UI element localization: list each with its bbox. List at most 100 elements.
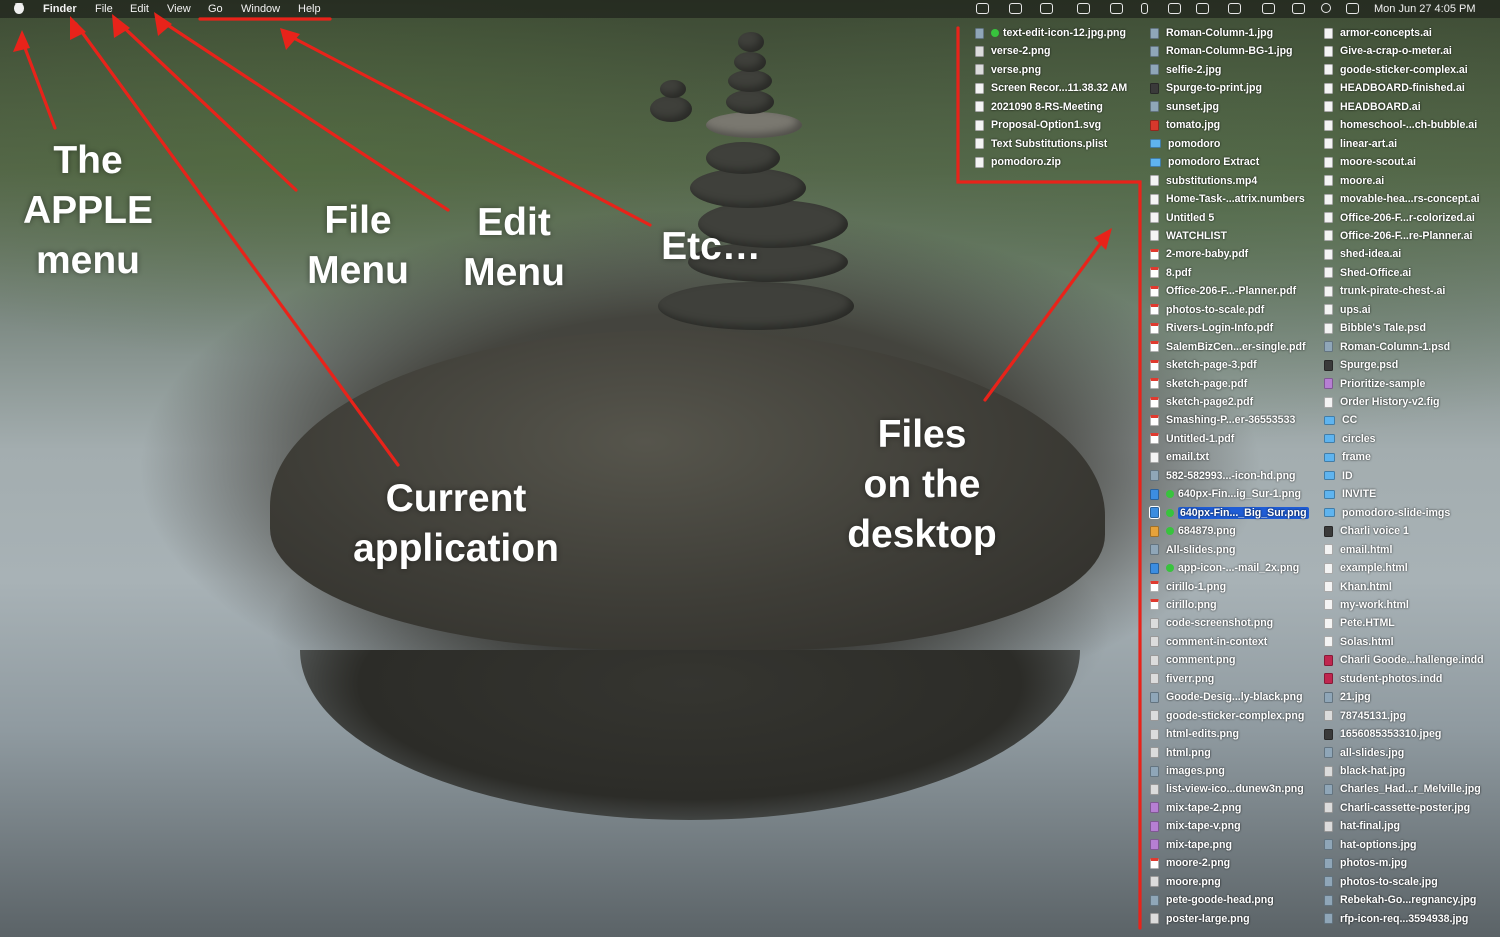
desktop-file[interactable]: 684879.png [1150, 522, 1236, 540]
desktop-file[interactable]: selfie-2.jpg [1150, 61, 1221, 79]
desktop-file[interactable]: photos-to-scale.pdf [1150, 301, 1264, 319]
desktop-file[interactable]: cirillo.png [1150, 596, 1217, 614]
desktop-file[interactable]: Order History-v2.fig [1324, 393, 1440, 411]
desktop-file[interactable]: Give-a-crap-o-meter.ai [1324, 42, 1452, 60]
desktop-file[interactable]: WATCHLIST [1150, 227, 1227, 245]
desktop-file[interactable]: Office-206-F...r-colorized.ai [1324, 209, 1475, 227]
desktop-file[interactable]: INVITE [1324, 485, 1376, 503]
desktop-file[interactable]: Prioritize-sample [1324, 375, 1425, 393]
desktop-file[interactable]: comment-in-context [1150, 633, 1267, 651]
desktop-file[interactable]: Pete.HTML [1324, 614, 1395, 632]
notification-bell-icon[interactable] [1077, 3, 1090, 14]
desktop-file[interactable]: Khan.html [1324, 578, 1392, 596]
desktop-file[interactable]: comment.png [1150, 651, 1235, 669]
desktop-file[interactable]: sketch-page2.pdf [1150, 393, 1253, 411]
desktop-file[interactable]: Goode-Desig...ly-black.png [1150, 688, 1303, 706]
wifi-icon[interactable] [1262, 3, 1275, 14]
control-center-icon[interactable] [1346, 3, 1359, 14]
menu-finder[interactable]: Finder [43, 3, 77, 15]
desktop-file[interactable]: armor-concepts.ai [1324, 24, 1432, 42]
desktop-file[interactable]: list-view-ico...dunew3n.png [1150, 780, 1304, 798]
desktop-file[interactable]: verse.png [975, 61, 1041, 79]
search-icon[interactable] [1321, 3, 1331, 13]
desktop-file[interactable]: 78745131.jpg [1324, 707, 1406, 725]
bluetooth-icon[interactable] [1141, 3, 1148, 14]
menu-file[interactable]: File [95, 3, 113, 15]
desktop-file[interactable]: HEADBOARD.ai [1324, 98, 1421, 116]
desktop-file[interactable]: all-slides.jpg [1324, 744, 1404, 762]
desktop-file[interactable]: Spurge-to-print.jpg [1150, 79, 1262, 97]
desktop-file[interactable]: homeschool-...ch-bubble.ai [1324, 116, 1477, 134]
desktop-file[interactable]: HEADBOARD-finished.ai [1324, 79, 1465, 97]
desktop-file[interactable]: Text Substitutions.plist [975, 135, 1107, 153]
desktop-file[interactable]: 8.pdf [1150, 264, 1191, 282]
desktop-file[interactable]: email.txt [1150, 448, 1209, 466]
desktop-file[interactable]: tomato.jpg [1150, 116, 1220, 134]
desktop-file[interactable]: text-edit-icon-12.jpg.png [975, 24, 1126, 42]
desktop-file[interactable]: html-edits.png [1150, 725, 1239, 743]
desktop-file[interactable]: pomodoro [1150, 135, 1220, 153]
desktop-file[interactable]: mix-tape-v.png [1150, 817, 1241, 835]
desktop-file[interactable]: All-slides.png [1150, 541, 1235, 559]
desktop-file[interactable]: poster-large.png [1150, 910, 1250, 928]
dropbox-icon[interactable] [976, 3, 989, 14]
desktop-file[interactable]: frame [1324, 448, 1371, 466]
pointer-tool-icon[interactable] [1110, 3, 1123, 14]
keyboard-icon[interactable] [1228, 3, 1241, 14]
desktop-file[interactable]: substitutions.mp4 [1150, 172, 1257, 190]
desktop-file[interactable]: 2021090 8-RS-Meeting [975, 98, 1103, 116]
desktop-file[interactable]: circles [1324, 430, 1376, 448]
desktop-file[interactable]: Office-206-F...re-Planner.ai [1324, 227, 1472, 245]
desktop-file[interactable]: shed-idea.ai [1324, 245, 1401, 263]
desktop-file[interactable]: code-screenshot.png [1150, 614, 1273, 632]
desktop-file[interactable]: verse-2.png [975, 42, 1050, 60]
desktop-file[interactable]: ID [1324, 467, 1353, 485]
desktop-file[interactable]: Smashing-P...er-36553533 [1150, 411, 1295, 429]
desktop-file[interactable]: Roman-Column-1.jpg [1150, 24, 1273, 42]
desktop-file[interactable]: my-work.html [1324, 596, 1409, 614]
desktop-file[interactable]: photos-m.jpg [1324, 854, 1407, 872]
window-icon[interactable] [1168, 3, 1181, 14]
desktop-file[interactable]: Charli voice 1 [1324, 522, 1409, 540]
desktop-file[interactable]: pomodoro.zip [975, 153, 1061, 171]
desktop-file[interactable]: goode-sticker-complex.ai [1324, 61, 1468, 79]
desktop-file[interactable]: sketch-page.pdf [1150, 375, 1247, 393]
desktop-file[interactable]: student-photos.indd [1324, 670, 1442, 688]
desktop-file[interactable]: Solas.html [1324, 633, 1394, 651]
desktop-file[interactable]: moore.ai [1324, 172, 1384, 190]
desktop-file[interactable]: Shed-Office.ai [1324, 264, 1411, 282]
desktop-file[interactable]: pete-goode-head.png [1150, 891, 1274, 909]
desktop-file[interactable]: Rivers-Login-Info.pdf [1150, 319, 1273, 337]
desktop-file[interactable]: 640px-Fin...ig_Sur-1.png [1150, 485, 1301, 503]
calendar-icon[interactable] [1009, 3, 1022, 14]
creative-cloud-icon[interactable] [1040, 3, 1053, 14]
desktop-file[interactable]: SalemBizCen...er-single.pdf [1150, 338, 1306, 356]
desktop-file[interactable]: Untitled-1.pdf [1150, 430, 1234, 448]
desktop-file[interactable]: moore-scout.ai [1324, 153, 1416, 171]
desktop-file[interactable]: email.html [1324, 541, 1392, 559]
desktop-file[interactable]: pomodoro-slide-imgs [1324, 504, 1450, 522]
desktop-file[interactable]: Untitled 5 [1150, 209, 1214, 227]
battery-icon[interactable] [1196, 3, 1209, 14]
desktop-file[interactable]: Roman-Column-BG-1.jpg [1150, 42, 1293, 60]
desktop-file[interactable]: movable-hea...rs-concept.ai [1324, 190, 1480, 208]
menu-view[interactable]: View [167, 3, 191, 15]
desktop-file[interactable]: moore-2.png [1150, 854, 1230, 872]
menu-window[interactable]: Window [241, 3, 281, 15]
desktop-file[interactable]: moore.png [1150, 873, 1221, 891]
desktop-file[interactable]: cirillo-1.png [1150, 578, 1226, 596]
desktop-file[interactable]: sunset.jpg [1150, 98, 1219, 116]
desktop-file[interactable]: Bibble's Tale.psd [1324, 319, 1426, 337]
desktop-file[interactable]: pomodoro Extract [1150, 153, 1259, 171]
desktop-file[interactable]: linear-art.ai [1324, 135, 1397, 153]
desktop-file[interactable]: photos-to-scale.jpg [1324, 873, 1438, 891]
desktop-file[interactable]: Roman-Column-1.psd [1324, 338, 1450, 356]
desktop-file[interactable]: trunk-pirate-chest-.ai [1324, 282, 1445, 300]
desktop-file[interactable]: Screen Recor...11.38.32 AM [975, 79, 1127, 97]
desktop-file[interactable]: Charles_Had...r_Melville.jpg [1324, 780, 1481, 798]
desktop-file[interactable]: images.png [1150, 762, 1225, 780]
desktop-file[interactable]: 21.jpg [1324, 688, 1371, 706]
desktop-file[interactable]: CC [1324, 411, 1357, 429]
desktop-file[interactable]: Rebekah-Go...regnancy.jpg [1324, 891, 1476, 909]
desktop-file[interactable]: Office-206-F...-Planner.pdf [1150, 282, 1296, 300]
